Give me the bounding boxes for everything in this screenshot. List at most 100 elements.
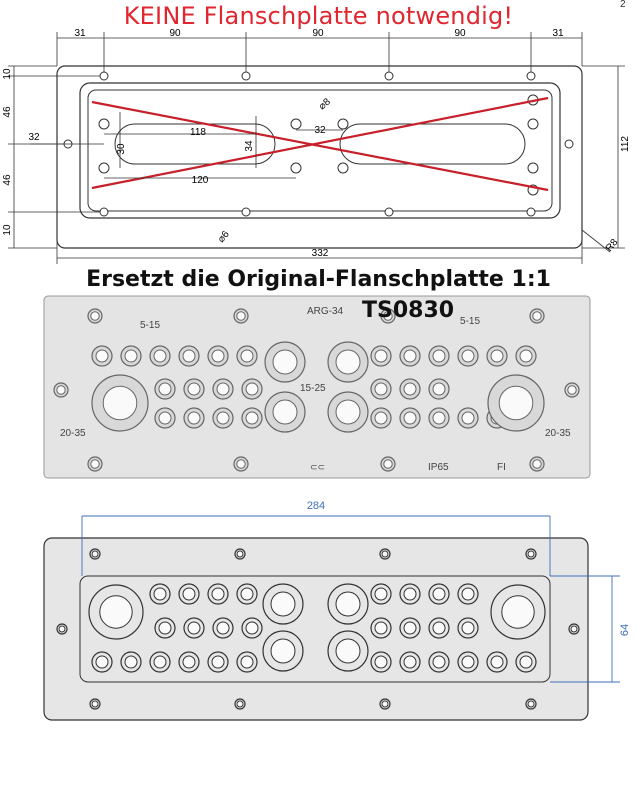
gland-small-inner (187, 382, 201, 396)
mount-hole-inner (91, 700, 99, 708)
gland-small-inner (432, 587, 446, 601)
gland-small-inner (245, 382, 259, 396)
gland-medium-inner (335, 638, 361, 664)
gland-small-inner (124, 655, 138, 669)
product-code: TS0830 (362, 298, 455, 323)
gland-small-inner (432, 411, 446, 425)
inner-hole (98, 118, 110, 130)
mount-hole-inner (381, 700, 389, 708)
gland-small-inner (432, 621, 446, 635)
gland-large-inner (498, 385, 534, 421)
gland-small-inner (240, 587, 254, 601)
gland-small-inner (461, 621, 475, 635)
headline-no-flange-plate: KEINE Flanschplatte notwendig! (123, 2, 514, 30)
subtitle-replaces-original: Ersetzt die Original-Flanschplatte 1:1 (86, 267, 551, 292)
label-range-large-left: 20-35 (60, 428, 86, 439)
dim-34: 34 (244, 140, 255, 152)
gland-medium-inner (335, 349, 361, 375)
mount-hole-inner (90, 459, 100, 469)
dim-30: 30 (116, 143, 127, 155)
mount-hole-inner (527, 550, 535, 558)
gland-medium-inner (335, 591, 361, 617)
mount-hole-inner (236, 459, 246, 469)
dim-hole-6: ⌀6 (216, 229, 232, 245)
inner-hole (98, 162, 110, 174)
gland-small-inner (158, 621, 172, 635)
mount-hole-inner (381, 550, 389, 558)
inner-frame-bottom (79, 575, 551, 683)
mount-hole-inner (567, 385, 577, 395)
gland-small-inner (240, 349, 254, 363)
inner-hole (290, 162, 302, 174)
gland-medium-inner (335, 399, 361, 425)
gland-medium-inner (272, 349, 298, 375)
technical-drawing-top: 31 90 90 90 31 10 46 46 10 112 332 R8 ⌀8… (2, 28, 631, 264)
gland-large-inner (99, 595, 133, 629)
gland-small-inner (245, 621, 259, 635)
dim-90: 90 (312, 28, 324, 39)
mount-hole-inner (90, 311, 100, 321)
gland-small-inner (187, 621, 201, 635)
label-range-small-left: 5-15 (140, 320, 160, 331)
gland-small-inner (403, 655, 417, 669)
gland-small-inner (461, 349, 475, 363)
gland-small-inner (374, 587, 388, 601)
gland-small-inner (374, 349, 388, 363)
mount-hole (384, 71, 394, 81)
mount-hole (564, 139, 574, 149)
dim-46-bottom: 46 (2, 174, 13, 186)
gland-small-inner (216, 621, 230, 635)
dim-10-top: 10 (2, 68, 13, 80)
gland-small-inner (153, 655, 167, 669)
gland-small-inner (182, 349, 196, 363)
red-cross-line (91, 100, 549, 192)
gland-small-inner (374, 655, 388, 669)
outer-plate-outline (56, 65, 583, 249)
gland-small-inner (432, 349, 446, 363)
label-model: ARG-34 (307, 306, 344, 317)
gland-small-inner (432, 382, 446, 396)
mount-hole (384, 207, 394, 217)
gland-small-inner (95, 655, 109, 669)
gland-small-inner (519, 349, 533, 363)
gland-small-inner (158, 382, 172, 396)
mount-hole-inner (532, 311, 542, 321)
dim-width-284: 284 (307, 500, 325, 512)
gland-small-inner (432, 655, 446, 669)
inner-hole (337, 162, 349, 174)
dim-total-332: 332 (312, 248, 329, 259)
mount-hole-inner (236, 550, 244, 558)
inner-hole (337, 118, 349, 130)
mount-hole-inner (236, 311, 246, 321)
gland-small-inner (403, 587, 417, 601)
gland-small-inner (211, 349, 225, 363)
plate-body-bottom (43, 537, 589, 721)
dim-90: 90 (169, 28, 181, 39)
gland-small-inner (187, 411, 201, 425)
label-range-large-right: 20-35 (545, 428, 571, 439)
inner-hole (290, 118, 302, 130)
dim-height-112: 112 (620, 136, 631, 152)
mount-hole (99, 71, 109, 81)
inner-hole (527, 162, 539, 174)
gland-small-inner (403, 621, 417, 635)
mount-hole-inner (383, 311, 393, 321)
gland-small-inner (461, 411, 475, 425)
mount-hole-inner (58, 625, 66, 633)
dim-hole-8: ⌀8 (317, 96, 333, 112)
mount-hole-inner (383, 459, 393, 469)
mount-hole-inner (236, 700, 244, 708)
label-ce-mark: ⊂⊂ (310, 462, 325, 472)
gland-medium-inner (270, 638, 296, 664)
gland-small-inner (519, 655, 533, 669)
dim-90: 90 (454, 28, 466, 39)
gland-small-inner (153, 349, 167, 363)
gland-large-inner (501, 595, 535, 629)
gland-medium-inner (272, 399, 298, 425)
dim-height-64: 64 (619, 624, 631, 636)
label-range-mid: 15-25 (300, 383, 326, 394)
label-ip65: IP65 (428, 462, 449, 473)
dim-10-bottom: 10 (2, 224, 13, 236)
gland-small-inner (403, 411, 417, 425)
mount-hole (526, 71, 536, 81)
